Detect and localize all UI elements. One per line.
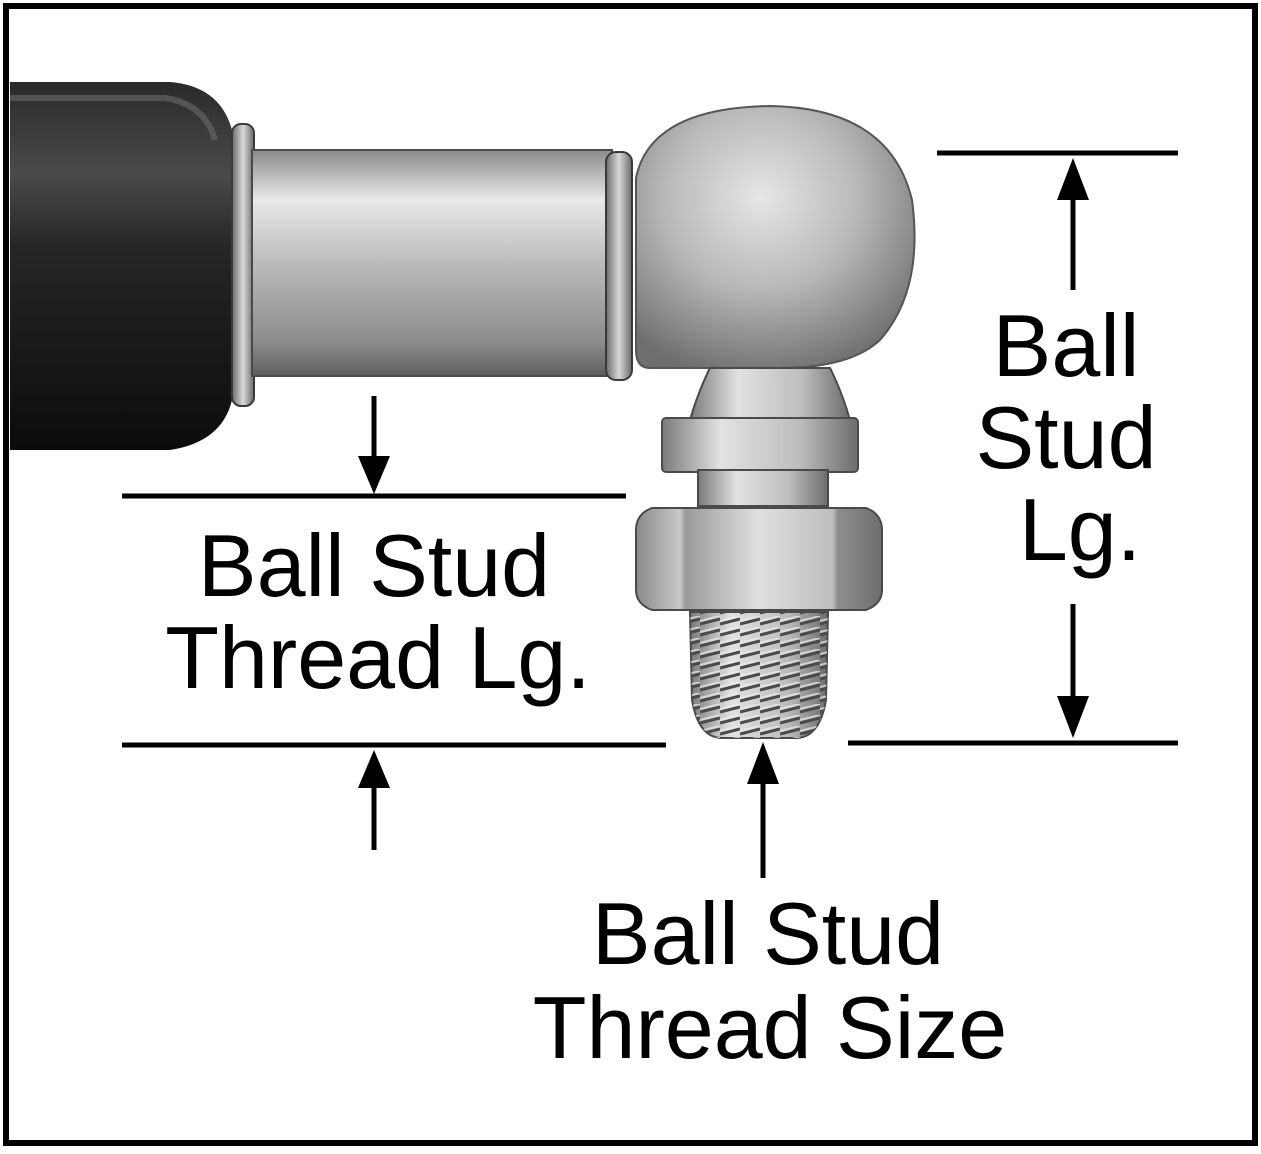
ball-socket [635,104,916,369]
stud-shank [697,469,829,507]
cylinder-highlight [10,95,218,141]
thread-size-label-line-1: Ball Stud [592,884,944,983]
hex-nut [635,507,883,611]
thread-length-label-line-2: Thread Lg. [165,608,591,707]
thread-length-bottom-arrowhead [358,750,390,788]
cylinder-body [10,82,232,450]
thread-size-arrowhead [747,742,779,784]
border-frame [3,3,1258,1146]
thread-length-top-arrowhead [358,456,390,494]
cylinder-ring [231,123,255,407]
washer [661,417,859,473]
thread-length-label: Ball Stud Thread Lg. [165,516,591,707]
thread-size-pointer [747,742,779,878]
thread-lines [690,612,828,738]
thread-size-label: Ball Stud Thread Size [533,884,1007,1077]
stud-length-label: Ball Stud Lg. [975,296,1156,579]
gas-spring-photo [10,82,916,739]
stud-length-label-line-3: Lg. [1019,480,1141,579]
thread-size-label-line-2: Thread Size [533,978,1007,1077]
stud-length-bottom-arrowhead [1057,696,1089,738]
stud-length-label-line-2: Stud [975,388,1156,487]
stud-length-label-line-1: Ball [993,296,1140,395]
collar-ring [605,151,633,381]
thread-length-dimension [122,396,666,850]
stud-length-dimension [848,150,1178,746]
stud-neck [688,367,852,421]
stud-length-top-arrowhead [1057,158,1089,200]
rod-tube [251,149,613,377]
thread-length-label-line-1: Ball Stud [198,516,550,615]
